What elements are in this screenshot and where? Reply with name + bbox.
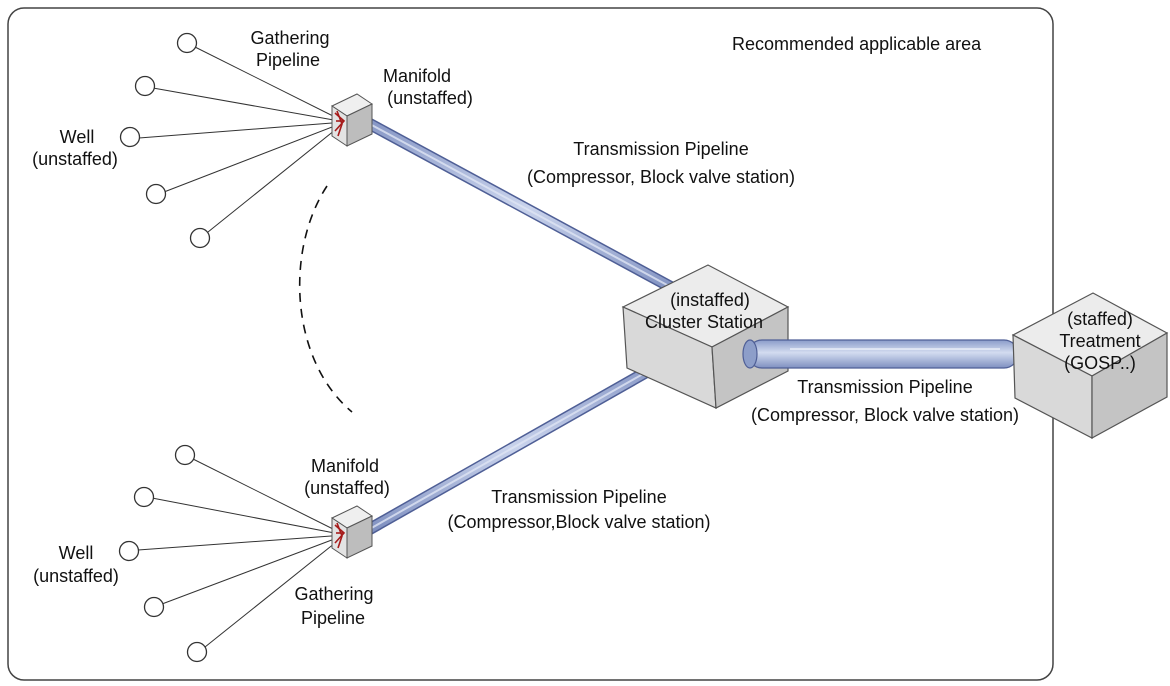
pipe-bottom-to-cluster: [362, 360, 663, 536]
well-icon: [189, 227, 211, 249]
svg-text:Pipeline: Pipeline: [301, 608, 365, 628]
transmission-label-top: Transmission Pipeline (Compressor, Block…: [527, 139, 795, 187]
svg-text:Gathering: Gathering: [250, 28, 329, 48]
well-icon: [143, 596, 165, 618]
gathering-label-bottom: Gathering Pipeline: [294, 584, 373, 628]
svg-text:(Compressor, Block valve stati: (Compressor, Block valve station): [527, 167, 795, 187]
transmission-label-right: Transmission Pipeline (Compressor, Block…: [751, 377, 1019, 425]
bottom-manifold-router-icon: [330, 505, 374, 559]
manifold-label-bottom: Manifold (unstaffed): [304, 456, 390, 498]
pipe-top-to-cluster: [362, 117, 686, 298]
transmission-label-bottom: Transmission Pipeline (Compressor,Block …: [447, 487, 710, 532]
gathering-label-top: Gathering Pipeline: [250, 28, 329, 70]
svg-text:(Compressor,Block valve statio: (Compressor,Block valve station): [447, 512, 710, 532]
svg-text:Manifold: Manifold: [383, 66, 451, 86]
svg-text:Transmission Pipeline: Transmission Pipeline: [491, 487, 666, 507]
well-icon: [118, 540, 140, 562]
svg-text:Well: Well: [59, 543, 94, 563]
treatment-label: (staffed) Treatment (GOSP..): [1059, 309, 1140, 373]
well-icon: [133, 486, 155, 508]
well-label-bottom: Well (unstaffed): [33, 543, 119, 586]
cluster-station-label: (instaffed) Cluster Station: [645, 290, 763, 332]
treatment-cube-icon: [1011, 292, 1169, 440]
svg-text:Transmission Pipeline: Transmission Pipeline: [797, 377, 972, 397]
well-icon: [176, 32, 198, 54]
svg-text:(unstaffed): (unstaffed): [32, 149, 118, 169]
well-label-top: Well (unstaffed): [32, 127, 118, 169]
top-manifold-router-icon: [330, 93, 374, 147]
svg-text:Manifold: Manifold: [311, 456, 379, 476]
svg-text:(staffed): (staffed): [1067, 309, 1133, 329]
svg-text:(unstaffed): (unstaffed): [304, 478, 390, 498]
svg-text:(instaffed): (instaffed): [670, 290, 750, 310]
svg-text:(GOSP..): (GOSP..): [1064, 353, 1136, 373]
svg-text:(unstaffed): (unstaffed): [33, 566, 119, 586]
svg-text:Cluster Station: Cluster Station: [645, 312, 763, 332]
svg-text:Pipeline: Pipeline: [256, 50, 320, 70]
svg-text:Transmission Pipeline: Transmission Pipeline: [573, 139, 748, 159]
svg-text:Gathering: Gathering: [294, 584, 373, 604]
top-wells: [119, 32, 211, 249]
svg-text:(Compressor, Block valve stati: (Compressor, Block valve station): [751, 405, 1019, 425]
svg-text:Treatment: Treatment: [1059, 331, 1140, 351]
bottom-gathering-lines: [137, 458, 346, 648]
well-icon: [145, 183, 167, 205]
continuation-arc: [298, 185, 353, 413]
well-icon: [119, 126, 141, 148]
pipe-cluster-to-treatment: [742, 339, 1019, 369]
svg-text:Well: Well: [60, 127, 95, 147]
applicable-area-label: Recommended applicable area: [732, 34, 982, 54]
svg-text:(unstaffed): (unstaffed): [387, 88, 473, 108]
cluster-station-cube-icon: [621, 264, 790, 409]
well-icon: [186, 641, 208, 663]
well-icon: [134, 75, 156, 97]
bottom-wells: [118, 444, 208, 663]
well-icon: [174, 444, 196, 466]
manifold-label-top: Manifold (unstaffed): [383, 66, 473, 108]
top-gathering-lines: [138, 46, 346, 233]
